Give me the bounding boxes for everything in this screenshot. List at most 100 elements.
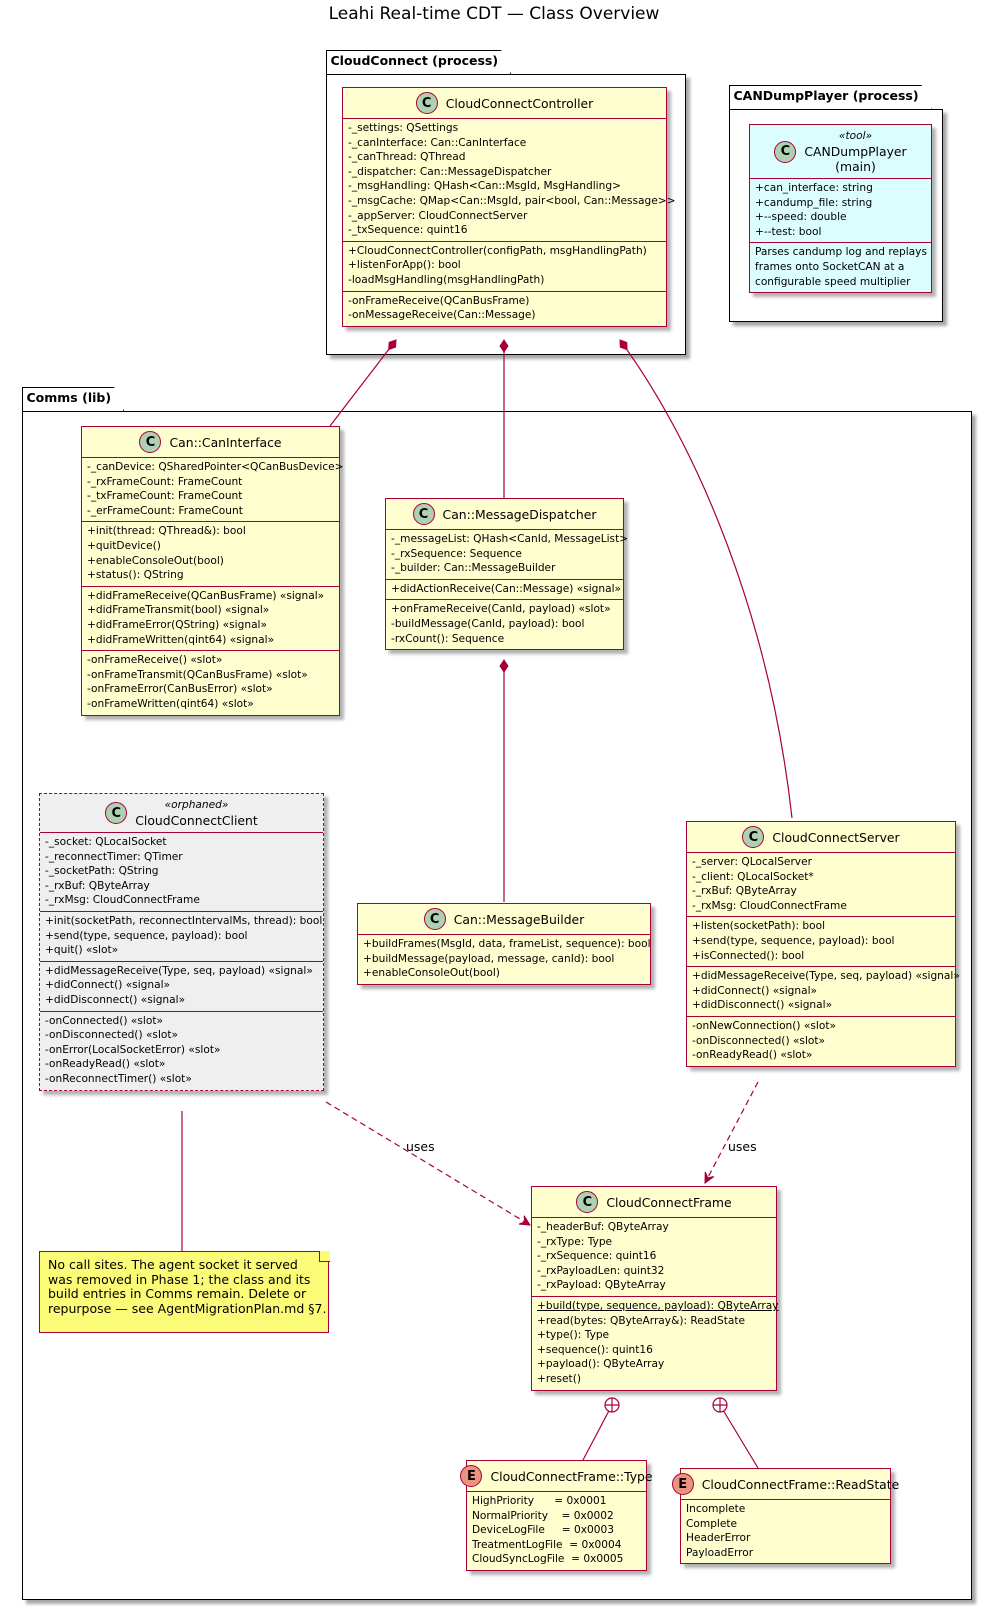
member-line: build entries in Comms remain. Delete or (48, 1286, 307, 1302)
member-line: repurpose — see AgentMigrationPlan.md §7… (48, 1300, 327, 1316)
member-line: -_rxPayload: QByteArray (537, 1279, 666, 1292)
member-line: Incomplete (686, 1503, 746, 1515)
member-line: +type(): Type (537, 1329, 610, 1342)
enum-icon: E (671, 1473, 694, 1495)
member-line: +onFrameReceive(CanId, payload) «slot» (391, 603, 611, 616)
member-line: +CloudConnectController(configPath, msgH… (348, 244, 647, 257)
member-line: -rxCount(): Sequence (391, 632, 505, 645)
member-line: -_rxMsg: CloudConnectFrame (692, 899, 847, 912)
class-name: CloudConnectController (445, 95, 594, 111)
member-line: +can_interface: string (755, 182, 873, 194)
class-icon: C (742, 826, 765, 848)
member-line: +didActionReceive(Can::Message) «signal» (391, 582, 622, 595)
member-line: -_txFrameCount: FrameCount (87, 490, 243, 503)
member-line: +candump_file: string (755, 196, 873, 209)
member-line: +didDisconnect() «signal» (692, 999, 833, 1012)
member-line: +isConnected(): bool (692, 949, 805, 962)
member-line: TreatmentLogFile = 0x0004 (472, 1538, 622, 1551)
member-line: -_rxBuf: QByteArray (45, 879, 150, 892)
member-line: -_rxType: Type (537, 1235, 613, 1248)
member-line: +quit() «slot» (45, 944, 119, 957)
member-line: -onFrameError(CanBusError) «slot» (87, 683, 273, 696)
member-line: +buildMessage(payload, message, canId): … (363, 952, 615, 965)
member-line: -onReadyRead() «slot» (692, 1049, 813, 1062)
edge-server-uses-frame (704, 1081, 759, 1183)
class-name: Can::MessageBuilder (453, 911, 585, 927)
member-line: +buildFrames(MsgId, data, frameList, seq… (363, 938, 651, 950)
member-line: +sequence(): quint16 (537, 1343, 653, 1356)
member-line: +listenForApp(): bool (348, 259, 461, 272)
class-messagebuilder: C Can::MessageBuilder +buildFrames(MsgId,… (357, 903, 651, 985)
note-text: No call sites. The agent socket it serve… (48, 1258, 320, 1316)
member-line: was removed in Phase 1; the class and it… (48, 1271, 311, 1287)
class-name: CANDumpPlayer (804, 144, 907, 159)
member-line: +didDisconnect() «signal» (45, 993, 186, 1006)
member-line: +didConnect() «signal» (692, 984, 818, 997)
member-line: -_rxPayloadLen: quint32 (537, 1264, 665, 1277)
diagram-title: Leahi Real-time CDT — Class Overview (328, 4, 660, 24)
member-line: +enableConsoleOut(bool) (363, 967, 500, 980)
member-line: -_erFrameCount: FrameCount (87, 504, 243, 517)
member-line: -onFrameReceive(QCanBusFrame) (348, 294, 530, 307)
member-line: -buildMessage(CanId, payload): bool (391, 617, 585, 630)
member-line: -_server: QLocalServer (692, 856, 812, 868)
member-line: +didFrameError(QString) «signal» (87, 618, 267, 631)
member-line: +didFrameTransmit(bool) «signal» (87, 604, 270, 617)
note-fold-corner (319, 1251, 330, 1262)
edge-label-client-uses: uses (406, 1139, 435, 1154)
class-name: CloudConnectFrame (606, 1194, 732, 1210)
enum-icon: E (460, 1465, 483, 1487)
member-line: -onFrameWritten(qint64) «slot» (87, 697, 254, 710)
member-line: configurable speed multiplier (755, 275, 911, 288)
member-line: -onDisconnected() «slot» (45, 1029, 179, 1042)
member-line: -_dispatcher: Can::MessageDispatcher (348, 165, 552, 178)
member-line: -loadMsgHandling(msgHandlingPath) (348, 273, 545, 286)
member-line: frames onto SocketCAN at a (755, 260, 905, 273)
orphan-note: No call sites. The agent socket it serve… (39, 1251, 329, 1333)
enum-name: CloudConnectFrame::Type (490, 1468, 653, 1484)
member-line: +didFrameWritten(qint64) «signal» (87, 633, 275, 646)
member-line: -_messageList: QHash<CanId, MessageList> (391, 533, 629, 545)
member-line: +didConnect() «signal» (45, 979, 171, 992)
member-line: -_rxFrameCount: FrameCount (87, 475, 243, 488)
package-comms-label: Comms (lib) (22, 387, 125, 411)
member-line: +--speed: double (755, 211, 847, 224)
member-line: -onFrameTransmit(QCanBusFrame) «slot» (87, 668, 308, 681)
member-line: -_socket: QLocalSocket (45, 836, 167, 848)
member-line: +init(socketPath, reconnectIntervalMs, t… (45, 914, 323, 927)
member-line: -_rxMsg: CloudConnectFrame (45, 894, 200, 907)
member-line: +send(type, sequence, payload): bool (692, 934, 895, 947)
member-line: -onConnected() «slot» (45, 1014, 163, 1027)
member-line: -_canInterface: Can::CanInterface (348, 136, 527, 149)
class-icon: C (105, 802, 128, 824)
member-line: -_rxBuf: QByteArray (692, 885, 797, 898)
member-line: Parses candump log and replays (755, 246, 927, 259)
member-line: CloudSyncLogFile = 0x0005 (472, 1553, 624, 1566)
member-line: -onError(LocalSocketError) «slot» (45, 1043, 221, 1056)
member-line: -onNewConnection() «slot» (692, 1019, 836, 1032)
class-icon: C (415, 92, 438, 114)
member-line: NormalPriority = 0x0002 (472, 1509, 614, 1522)
member-line: -onReconnectTimer() «slot» (45, 1072, 192, 1085)
edge-controller-caninterface (329, 339, 397, 427)
member-line: +read(bytes: QByteArray&): ReadState (537, 1314, 746, 1327)
class-icon: C (423, 908, 446, 930)
member-line: -onDisconnected() «slot» (692, 1034, 826, 1047)
class-name: Can::MessageDispatcher (442, 506, 597, 522)
class-icon: C (774, 140, 797, 163)
package-cloudconnect-label: CloudConnect (process) (326, 50, 512, 74)
member-line: -_canThread: QThread (348, 151, 466, 164)
class-subname: (main) (835, 159, 876, 174)
member-line: +reset() (537, 1372, 581, 1385)
member-line: -onFrameReceive() «slot» (87, 654, 223, 667)
member-line: -onReadyRead() «slot» (45, 1058, 166, 1071)
member-line: DeviceLogFile = 0x0003 (472, 1524, 614, 1537)
member-line: -_canDevice: QSharedPointer<QCanBusDevic… (87, 461, 344, 473)
member-line: -_appServer: CloudConnectServer (348, 209, 528, 222)
